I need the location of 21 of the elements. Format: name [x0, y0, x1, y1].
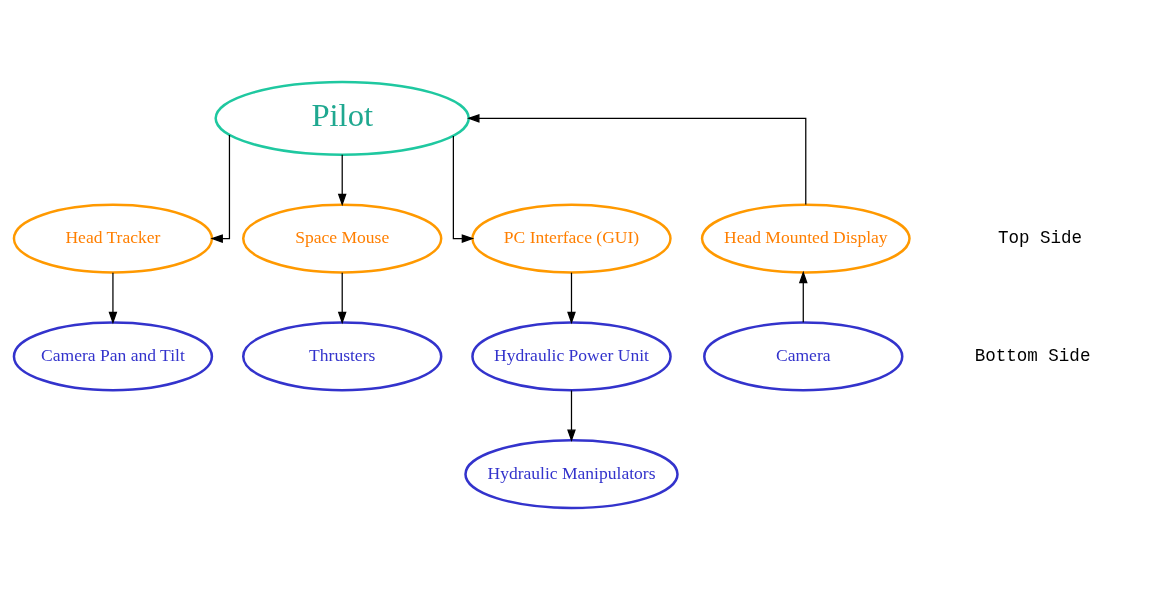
- arrow: [798, 270, 808, 323]
- node-ellipse: Head Tracker: [12, 203, 214, 274]
- node-ellipse: Camera Pan and Tilt: [12, 321, 214, 392]
- node-ellipse: Space Mouse: [242, 203, 443, 274]
- arrow: [567, 389, 576, 443]
- node-ellipse: Pilot: [214, 80, 470, 156]
- node-ellipse: PC Interface (GUI): [471, 203, 672, 274]
- node-ellipse: Camera: [703, 321, 904, 392]
- label: Top Side: [997, 228, 1083, 249]
- arrow: [210, 134, 231, 243]
- arrow: [337, 272, 347, 325]
- node-ellipse: Hydraulic Power Unit: [471, 321, 672, 392]
- arrow: [108, 272, 118, 325]
- arrow: [337, 154, 347, 207]
- arrow: [567, 272, 576, 325]
- arrow: [452, 135, 475, 243]
- node-ellipse: Thrusters: [242, 321, 443, 392]
- node-ellipse: Head Mounted Display: [700, 203, 911, 274]
- arrow: [467, 113, 807, 206]
- node-ellipse: Hydraulic Manipulators: [464, 439, 679, 510]
- label: Bottom Side: [974, 346, 1091, 367]
